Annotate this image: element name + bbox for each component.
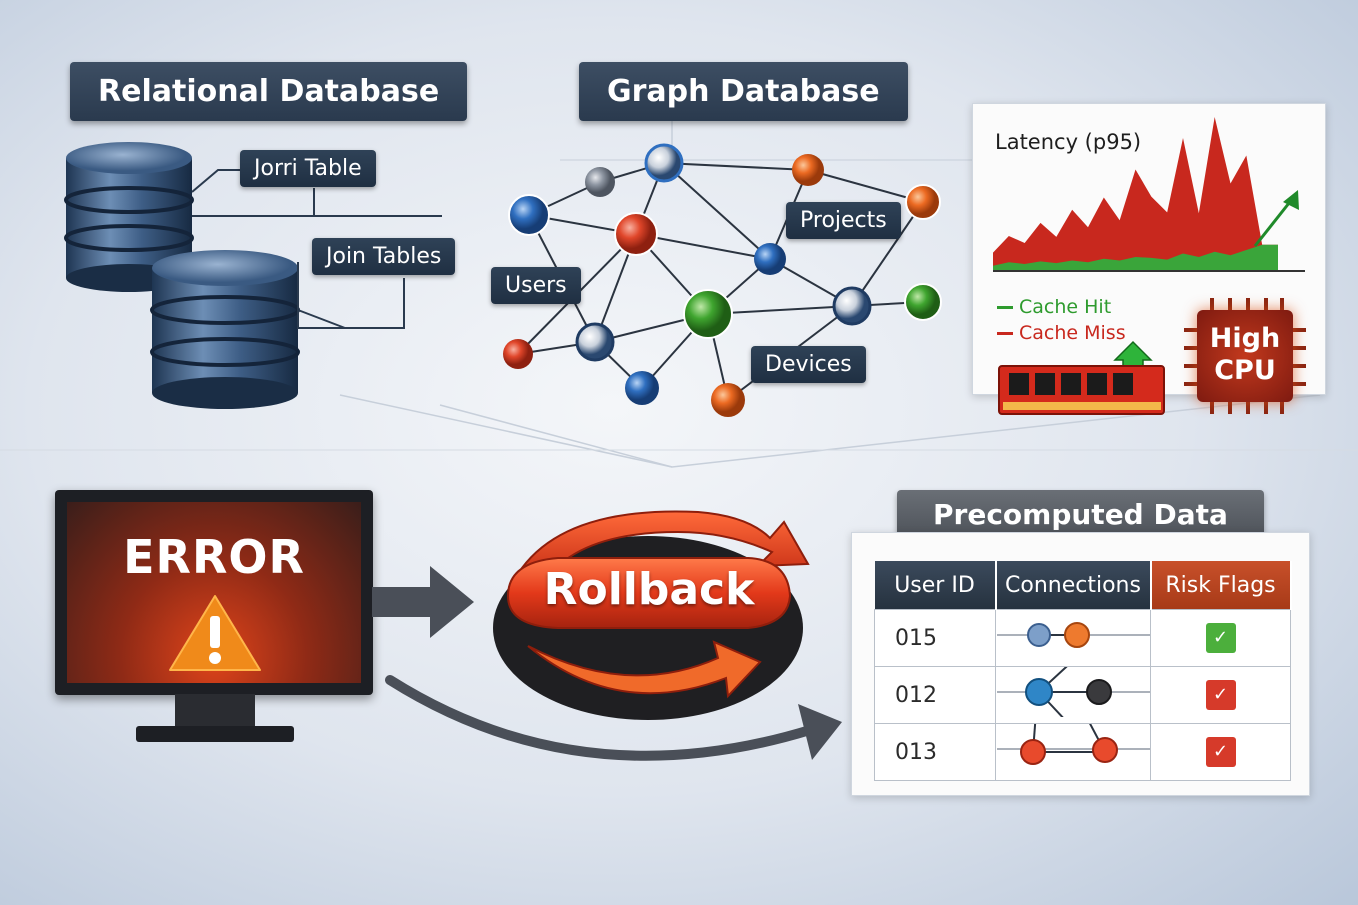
join-table-label-1: Jorri Table [240, 150, 376, 187]
arrow-right-icon [372, 566, 474, 638]
cpu-label-line-2: CPU [1214, 355, 1276, 386]
cache-miss-area [993, 117, 1278, 271]
monitor-stand [136, 694, 294, 742]
cache-hit-swatch [997, 306, 1013, 309]
precomputed-table-panel: User ID Connections Risk Flags 015 ✓ 012 [851, 532, 1310, 796]
graph-database-title: Graph Database [579, 62, 908, 121]
user-id-cell: 015 [874, 609, 996, 667]
risk-flag-cell: ✓ [1150, 609, 1291, 667]
users-label: Users [491, 267, 581, 304]
relational-database-title: Relational Database [70, 62, 468, 121]
error-monitor: ERROR [55, 490, 373, 695]
mini-graph-icon [996, 622, 1173, 648]
latency-title: Latency (p95) [995, 130, 1142, 154]
devices-label: Devices [751, 346, 866, 383]
legend-cache-hit: Cache Hit [997, 296, 1111, 318]
monitor-screen: ERROR [67, 502, 361, 683]
table-row: 013 ✓ [874, 698, 1291, 781]
error-text: ERROR [123, 530, 305, 584]
risk-flag-cell: ✓ [1150, 723, 1291, 781]
user-id-cell: 013 [874, 723, 996, 781]
rollback-label: Rollback [543, 564, 755, 615]
risk-icon: ✓ [1205, 737, 1236, 767]
header-user-id: User ID [874, 561, 997, 610]
cpu-chip-icon: High CPU [1197, 310, 1293, 402]
user-id-cell: 012 [874, 666, 996, 724]
trend-arrow-head [1283, 190, 1299, 210]
cpu-label-line-1: High [1209, 323, 1281, 354]
risk-icon: ✓ [1205, 680, 1236, 710]
graph-network [503, 143, 942, 417]
trend-up-arrow [1253, 197, 1295, 247]
precomputed-table: User ID Connections Risk Flags 015 ✓ 012 [874, 561, 1292, 781]
check-icon: ✓ [1205, 623, 1236, 653]
table-row: 012 ✓ [874, 656, 1291, 724]
cache-miss-label: Cache Miss [1019, 322, 1126, 344]
cache-miss-swatch [997, 332, 1013, 335]
connections-cell [995, 656, 1173, 724]
header-connections: Connections [995, 561, 1152, 610]
mini-graph-icon [996, 698, 1173, 765]
projects-label: Projects [786, 202, 901, 239]
legend-cache-miss: Cache Miss [997, 322, 1126, 344]
relational-connector-lines [191, 169, 442, 329]
connections-cell [995, 698, 1173, 781]
database-icon [64, 142, 300, 409]
cache-hit-label: Cache Hit [1019, 296, 1112, 318]
precomputed-data-title: Precomputed Data [897, 490, 1264, 539]
mini-graph-icon [996, 656, 1173, 723]
table-row: 015 ✓ [874, 609, 1291, 667]
risk-flag-cell: ✓ [1150, 666, 1291, 724]
latency-chart [993, 117, 1305, 272]
memory-module-icon [998, 340, 1165, 415]
cache-hit-area [993, 244, 1278, 271]
curved-arrow-icon [385, 675, 842, 761]
warning-icon [169, 595, 261, 671]
table-header-row: User ID Connections Risk Flags [874, 561, 1292, 610]
connections-cell [995, 609, 1173, 667]
rollback-icon [493, 510, 810, 720]
join-table-label-2: Join Tables [312, 238, 456, 275]
header-risk-flags: Risk Flags [1150, 561, 1292, 610]
cpu-chip-pins [1184, 298, 1306, 414]
